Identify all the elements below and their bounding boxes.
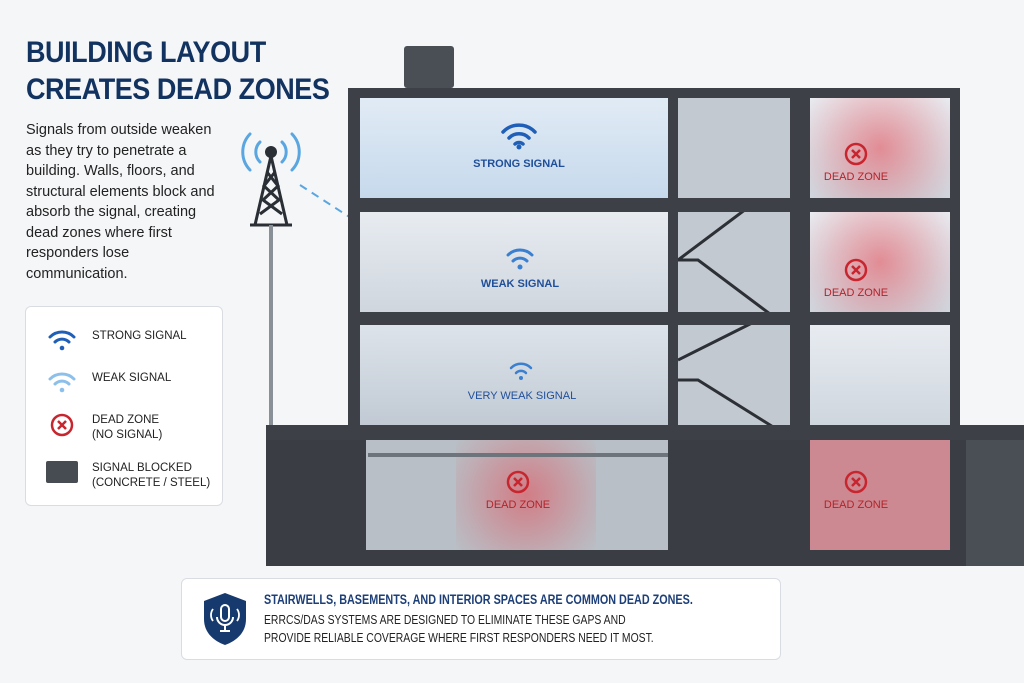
intro-text: Signals from outside weaken as they try … <box>26 122 215 282</box>
very-weak-signal-label: VERY WEAK SIGNAL <box>467 390 577 402</box>
wifi-weak-icon <box>48 372 76 393</box>
dead-zone-label: DEAD ZONE <box>823 171 889 183</box>
rooftop-unit <box>404 46 454 88</box>
dead-zone-basement-right: DEAD ZONE <box>806 470 906 511</box>
building-cutaway <box>266 40 1024 570</box>
legend-label: STRONG SIGNAL <box>92 330 187 342</box>
shield-radio-icon <box>204 593 246 645</box>
callout-line-2: PROVIDE RELIABLE COVERAGE WHERE FIRST RE… <box>264 630 654 645</box>
dead-zone-label: DEAD ZONE <box>485 499 551 511</box>
title-line-2: CREATES DEAD ZONES <box>26 73 330 106</box>
legend-weak: WEAK SIGNAL <box>46 371 171 393</box>
wifi-strong-icon <box>501 123 537 150</box>
strong-signal-label: STRONG SIGNAL <box>473 158 565 170</box>
page-title: BUILDING LAYOUT CREATES DEAD ZONES <box>26 34 330 108</box>
wifi-weak-icon <box>506 248 534 270</box>
callout-line-1: ERRCS/DAS SYSTEMS ARE DESIGNED TO ELIMIN… <box>264 612 626 627</box>
dead-zone-x-icon <box>844 470 868 494</box>
title-line-1: BUILDING LAYOUT <box>26 36 266 69</box>
dead-zone-label: DEAD ZONE <box>823 287 889 299</box>
weak-signal-label: WEAK SIGNAL <box>480 278 560 290</box>
legend-strong: STRONG SIGNAL <box>46 329 187 351</box>
dead-zone-x-icon <box>50 413 74 437</box>
wifi-strong-icon <box>48 330 76 351</box>
legend-label: WEAK SIGNAL <box>92 372 172 384</box>
legend-label: SIGNAL BLOCKED (CONCRETE / STEEL) <box>92 462 211 489</box>
legend-dead: DEAD ZONE (NO SIGNAL) <box>46 413 162 443</box>
dead-zone-x-icon <box>844 258 868 282</box>
legend: STRONG SIGNAL WEAK SIGNAL DEAD ZONE (NO … <box>25 306 223 506</box>
callout-headline: STAIRWELLS, BASEMENTS, AND INTERIOR SPAC… <box>264 592 693 607</box>
dead-zone-x-icon <box>506 470 530 494</box>
wifi-very-weak-icon <box>509 362 533 380</box>
dead-zone-x-icon <box>844 142 868 166</box>
cell-tower-icon <box>241 132 301 435</box>
callout-box: STAIRWELLS, BASEMENTS, AND INTERIOR SPAC… <box>181 578 781 660</box>
dead-zone-basement-left: DEAD ZONE <box>468 470 568 511</box>
legend-label: DEAD ZONE (NO SIGNAL) <box>92 414 163 441</box>
dead-zone-label: DEAD ZONE <box>823 499 889 511</box>
pipe <box>368 453 668 457</box>
dead-zone-3f: DEAD ZONE <box>806 142 906 183</box>
dead-zone-2f: DEAD ZONE <box>806 258 906 299</box>
callout-body: ERRCS/DAS SYSTEMS ARE DESIGNED TO ELIMIN… <box>264 611 654 647</box>
legend-blocked: SIGNAL BLOCKED (CONCRETE / STEEL) <box>46 461 210 491</box>
blocked-block-icon <box>46 461 78 483</box>
